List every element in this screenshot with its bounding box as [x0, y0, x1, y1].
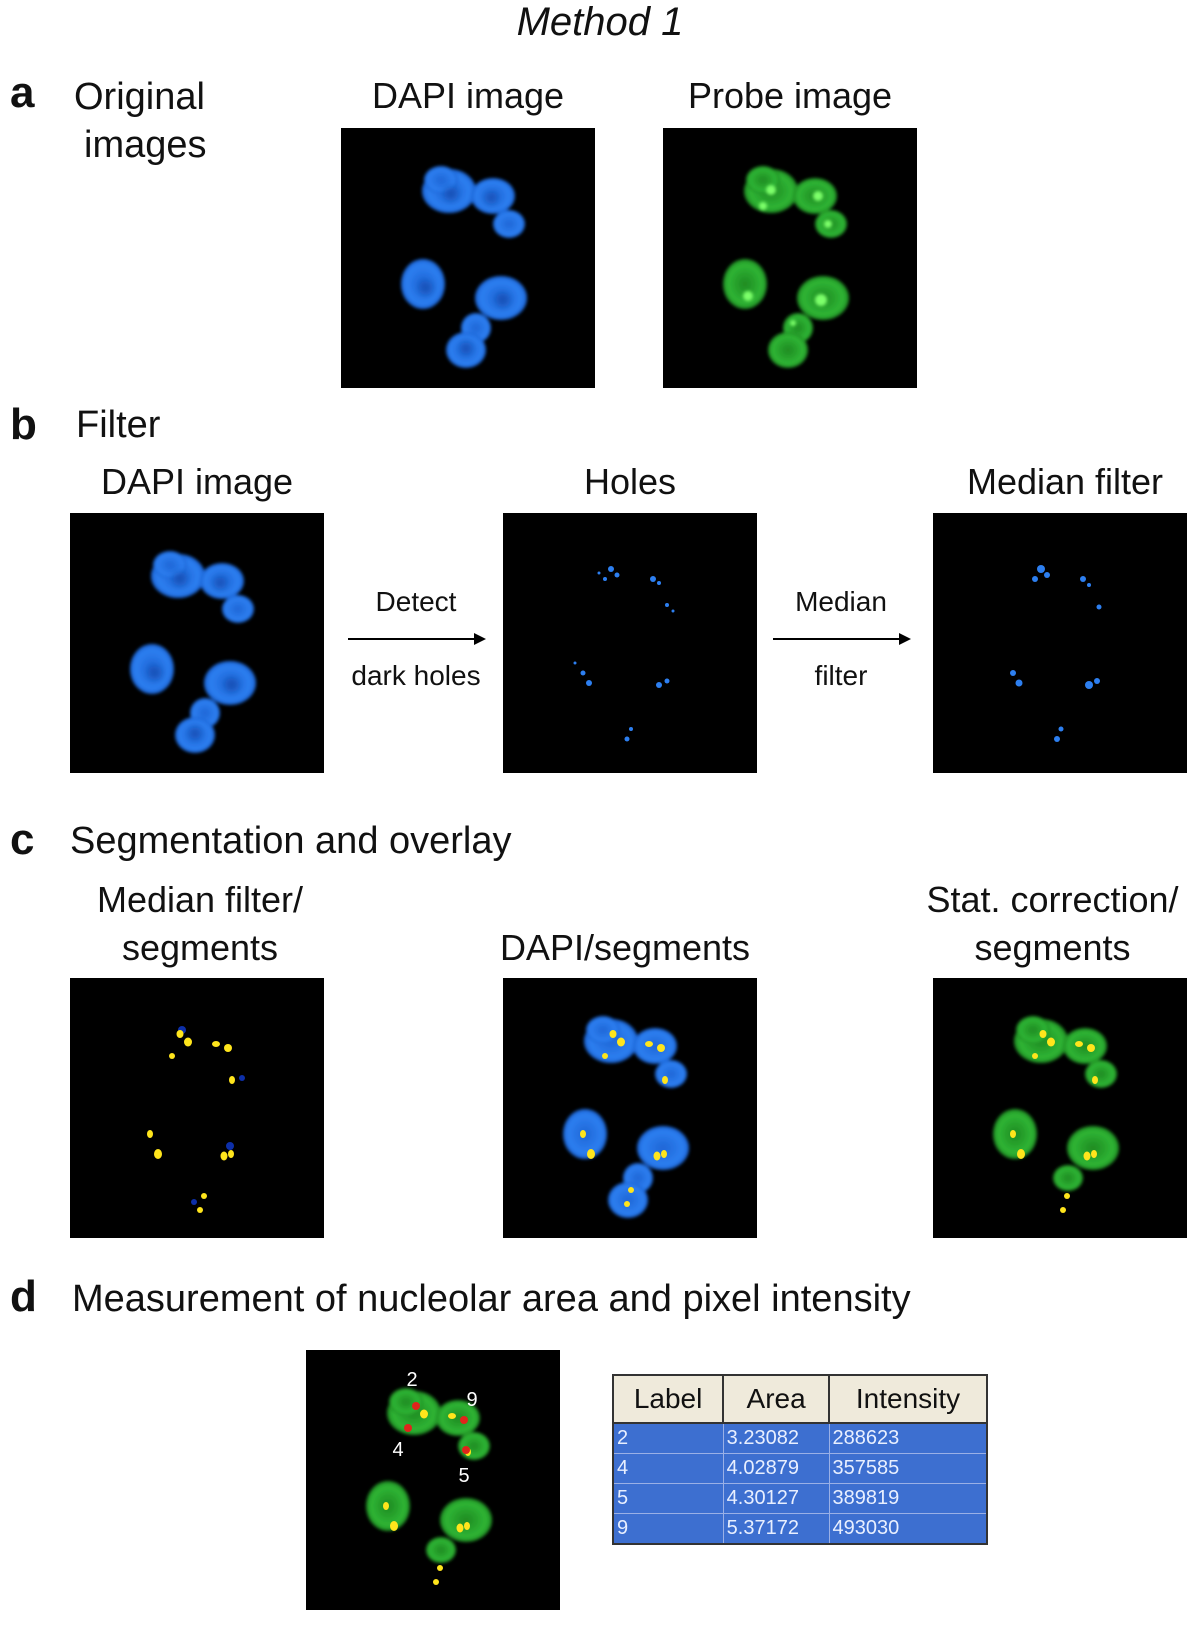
panel-b-letter: b: [10, 400, 37, 449]
panel-c-col1-title-line2: segments: [121, 927, 279, 968]
panel-c-title: Segmentation and overlay: [70, 820, 512, 862]
holes-image: [503, 513, 757, 773]
panel-c-col1-title-line1: Median filter/: [96, 879, 304, 920]
table-row: 9 5.37172 493030: [612, 1513, 988, 1545]
stat-correction-segments-image: [933, 978, 1187, 1238]
panel-a-title-line1: Original: [74, 76, 205, 118]
measurement-table: Label Area Intensity 2 3.23082 288623 4 …: [611, 1374, 988, 1545]
arrow2-label-bottom: filter: [814, 660, 868, 691]
cell-label: 5: [612, 1483, 724, 1514]
table-row: 5 4.30127 389819: [612, 1483, 988, 1514]
measurement-image: 2 9 4 5: [306, 1350, 560, 1610]
panel-a-letter: a: [10, 68, 35, 117]
header-intensity: Intensity: [828, 1374, 988, 1424]
panel-a-probe-title: Probe image: [687, 75, 893, 116]
cell-label: 4: [612, 1453, 724, 1484]
cell-intensity: 288623: [828, 1422, 988, 1454]
cell-intensity: 389819: [828, 1483, 988, 1514]
table-header-row: Label Area Intensity: [611, 1374, 988, 1424]
panel-b-median-title: Median filter: [966, 461, 1164, 502]
probe-image: [663, 128, 917, 388]
panel-c-letter: c: [10, 815, 35, 864]
median-filter-image: [933, 513, 1187, 773]
detect-arrow: [348, 633, 486, 645]
panel-b-dapi-title: DAPI image: [100, 461, 294, 502]
cell-label: 2: [612, 1422, 724, 1454]
cell-area: 5.37172: [722, 1513, 830, 1545]
table-row: 4 4.02879 357585: [612, 1453, 988, 1484]
cell-intensity: 493030: [828, 1513, 988, 1545]
panel-b-title: Filter: [76, 404, 161, 446]
panel-b-holes-title: Holes: [583, 461, 677, 502]
panel-c-col3-title-line1: Stat. correction/: [926, 879, 1179, 920]
panel-d-letter: d: [10, 1272, 37, 1321]
cell-label-2: 2: [406, 1369, 417, 1391]
cell-label-9: 9: [466, 1389, 477, 1411]
header-label: Label: [611, 1374, 725, 1424]
table-row: 2 3.23082 288623: [612, 1422, 988, 1454]
panel-a-title-line2: images: [84, 124, 207, 166]
arrow1-label-bottom: dark holes: [351, 660, 481, 691]
cell-area: 4.30127: [722, 1483, 830, 1514]
cell-label-5: 5: [458, 1465, 469, 1487]
cell-label: 9: [612, 1513, 724, 1545]
panel-a-dapi-title: DAPI image: [371, 75, 565, 116]
cell-intensity: 357585: [828, 1453, 988, 1484]
arrow1-label-top: Detect: [375, 586, 457, 617]
panel-c-col3-title-line2: segments: [974, 927, 1131, 968]
dapi-image: [341, 128, 595, 388]
figure-title: Method 1: [516, 0, 684, 44]
header-area: Area: [722, 1374, 831, 1424]
dapi-image-filter: [70, 513, 324, 773]
panel-d-title: Measurement of nucleolar area and pixel …: [72, 1278, 911, 1320]
cell-label-4: 4: [392, 1439, 403, 1461]
arrow2-label-top: Median: [795, 586, 887, 617]
panel-c-col2-title: DAPI/segments: [499, 927, 751, 968]
median-arrow: [773, 633, 911, 645]
cell-area: 3.23082: [722, 1422, 830, 1454]
cell-area: 4.02879: [722, 1453, 830, 1484]
dapi-segments-image: [503, 978, 757, 1238]
median-segments-image: [70, 978, 324, 1238]
